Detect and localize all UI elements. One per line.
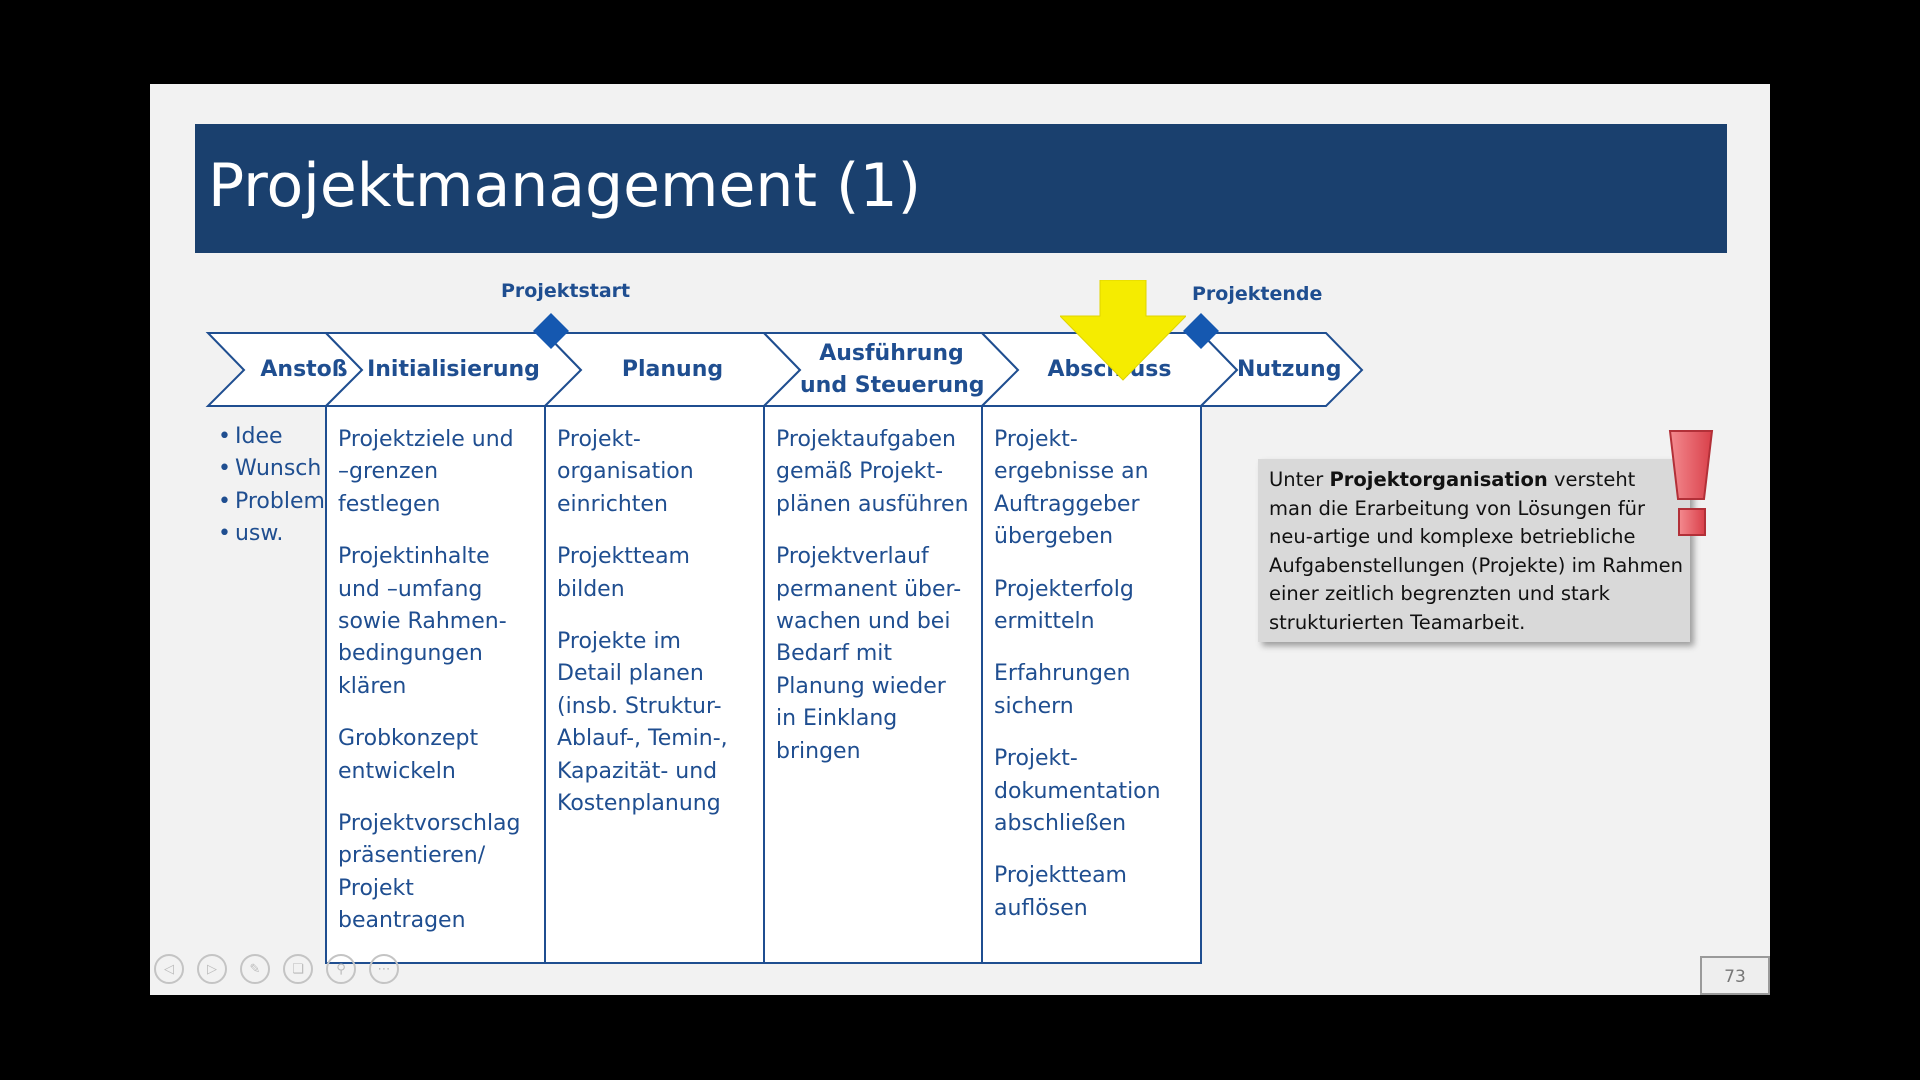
task-item: Grobkonzept entwickeln bbox=[338, 726, 479, 784]
milestone-end-diamond bbox=[1183, 313, 1219, 349]
bullet-item: Idee bbox=[218, 421, 325, 453]
down-arrow-icon bbox=[1060, 280, 1186, 381]
task-item: Projekt- organisation einrichten bbox=[557, 427, 694, 517]
exclamation-icon bbox=[1668, 430, 1714, 536]
zoom-icon[interactable]: ⚲ bbox=[326, 954, 356, 984]
column-initialisierung bbox=[325, 405, 546, 964]
task-item: Projekterfolg ermitteln bbox=[994, 576, 1134, 635]
phase-ausfuehrung-label: Ausführung und Steuerung bbox=[800, 338, 985, 402]
definition-text: Unter Projektorganisation versteht man d… bbox=[1269, 468, 1684, 634]
abschluss-tasks: Projekt- ergebnisse an Auftraggeber über… bbox=[994, 424, 1194, 945]
chevron-nutzung bbox=[1198, 332, 1364, 407]
slide: Projektmanagement (1) Projektstart Proje… bbox=[150, 84, 1770, 995]
phase-planung-label: Planung bbox=[621, 357, 724, 382]
phase-initialisierung-label: Initialisierung bbox=[367, 357, 540, 382]
anstoss-bullet-list: Idee Wunsch Problem usw. bbox=[218, 421, 325, 551]
slides-icon[interactable]: ❏ bbox=[283, 954, 313, 984]
title-bar: Projektmanagement (1) bbox=[195, 124, 1727, 253]
task-item: Projektziele und –grenzen festlegen bbox=[338, 427, 514, 517]
slide-title: Projektmanagement (1) bbox=[208, 151, 922, 221]
phase-diagram bbox=[205, 313, 1364, 964]
task-item: Projekt- dokumentation abschließen bbox=[994, 746, 1161, 837]
milestone-start-diamond bbox=[533, 313, 569, 349]
task-item: Projektinhalte und –umfang sowie Rahmen-… bbox=[338, 544, 507, 699]
bullet-item: usw. bbox=[218, 518, 325, 550]
page-number: 73 bbox=[1700, 956, 1770, 995]
column-abschluss bbox=[981, 405, 1202, 964]
task-item: Projektteam auflösen bbox=[994, 863, 1127, 921]
task-item: Projekte im Detail planen (insb. Struktu… bbox=[557, 629, 728, 817]
milestone-end-label: Projektende bbox=[1192, 283, 1323, 305]
pen-icon[interactable]: ✎ bbox=[240, 954, 270, 984]
task-item: Projektaufgaben gemäß Projekt- plänen au… bbox=[776, 427, 969, 517]
play-icon[interactable]: ▷ bbox=[197, 954, 227, 984]
task-item: Erfahrungen sichern bbox=[994, 661, 1131, 719]
task-item: Projektvorschlag präsentieren/ Projekt b… bbox=[338, 811, 521, 934]
more-icon[interactable]: ⋯ bbox=[369, 954, 399, 984]
previous-icon[interactable]: ◁ bbox=[154, 954, 184, 984]
initialisierung-tasks: Projektziele und –grenzen festlegen Proj… bbox=[338, 424, 538, 958]
ausfuehrung-tasks: Projektaufgaben gemäß Projekt- plänen au… bbox=[776, 424, 976, 788]
definition-box: Unter Projektorganisation versteht man d… bbox=[1258, 459, 1690, 642]
task-item: Projektteam bilden bbox=[557, 544, 690, 602]
phase-ausfuehrung-line1: Ausführung bbox=[819, 341, 964, 366]
task-item: Projekt- ergebnisse an Auftraggeber über… bbox=[994, 427, 1149, 550]
phase-nutzung-label: Nutzung bbox=[1237, 357, 1342, 382]
phase-ausfuehrung-line2: und Steuerung bbox=[800, 373, 985, 398]
bullet-item: Problem bbox=[218, 486, 325, 518]
task-item: Projektverlauf permanent über- wachen un… bbox=[776, 544, 962, 764]
planung-tasks: Projekt- organisation einrichten Projekt… bbox=[557, 424, 757, 840]
milestone-start-label: Projektstart bbox=[501, 280, 631, 302]
phase-anstoss-label: Anstoß bbox=[260, 357, 348, 382]
bullet-item: Wunsch bbox=[218, 453, 325, 485]
